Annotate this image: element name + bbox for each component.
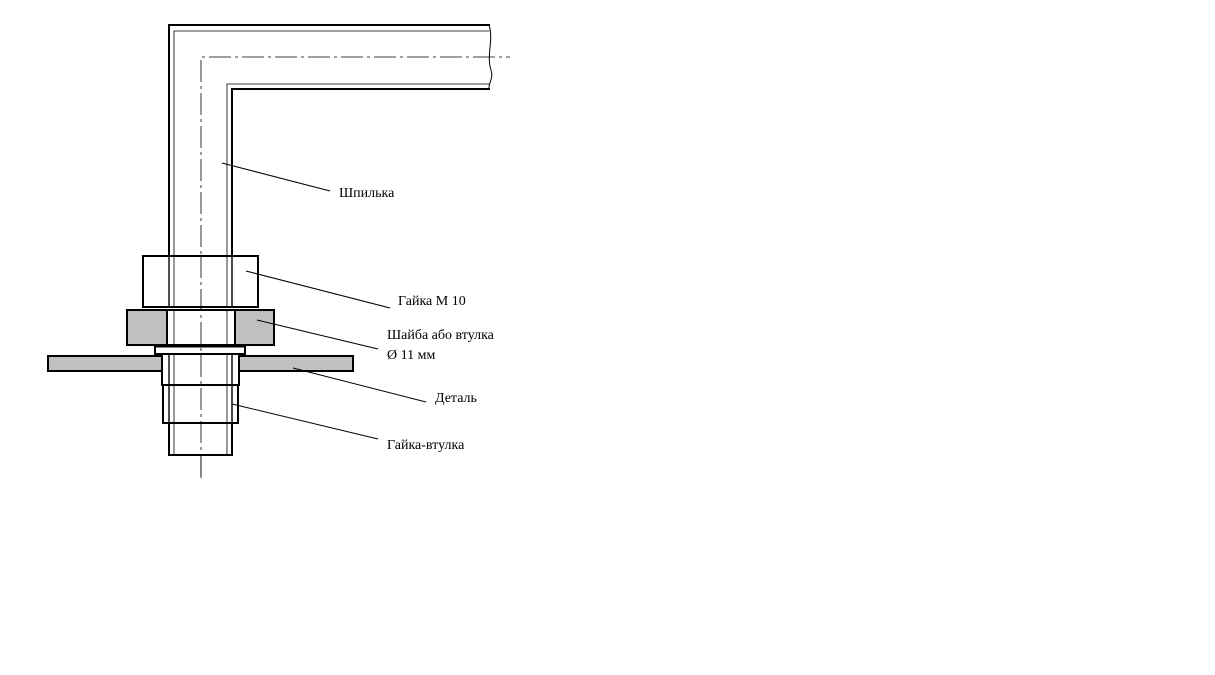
leader-part [292,367,427,403]
stud-outer-thread-line [173,30,490,257]
leader-stud [221,162,331,192]
label-nut: Гайка М 10 [398,294,466,309]
stud [168,24,493,257]
label-washer-line1: Шайба або втулка [387,328,495,343]
leader-nut [245,270,391,309]
stud-inner-thread-line [226,83,490,257]
label-washer-line2: Ø 11 мм [387,348,435,363]
nut-body [142,255,259,308]
part-plate [47,355,354,372]
leader-sleeve-nut [231,403,379,440]
stud-inner-edge [231,88,490,257]
washer-left-section [126,309,168,346]
washer-right-section [234,309,275,346]
stud-break-line [488,24,493,90]
stud-lower-end [168,422,233,456]
sleeve-nut [154,344,246,456]
stud-outer-edge [168,24,490,257]
leader-lines [221,162,427,440]
label-part: Деталь [435,391,477,406]
nut-m10 [142,255,259,308]
leader-washer [256,319,379,350]
label-stud: Шпилька [339,186,395,201]
label-sleeve-nut: Гайка-втулка [387,438,465,453]
part-left-section [47,355,163,372]
washer [126,309,275,346]
sleeve-neck [161,353,240,386]
